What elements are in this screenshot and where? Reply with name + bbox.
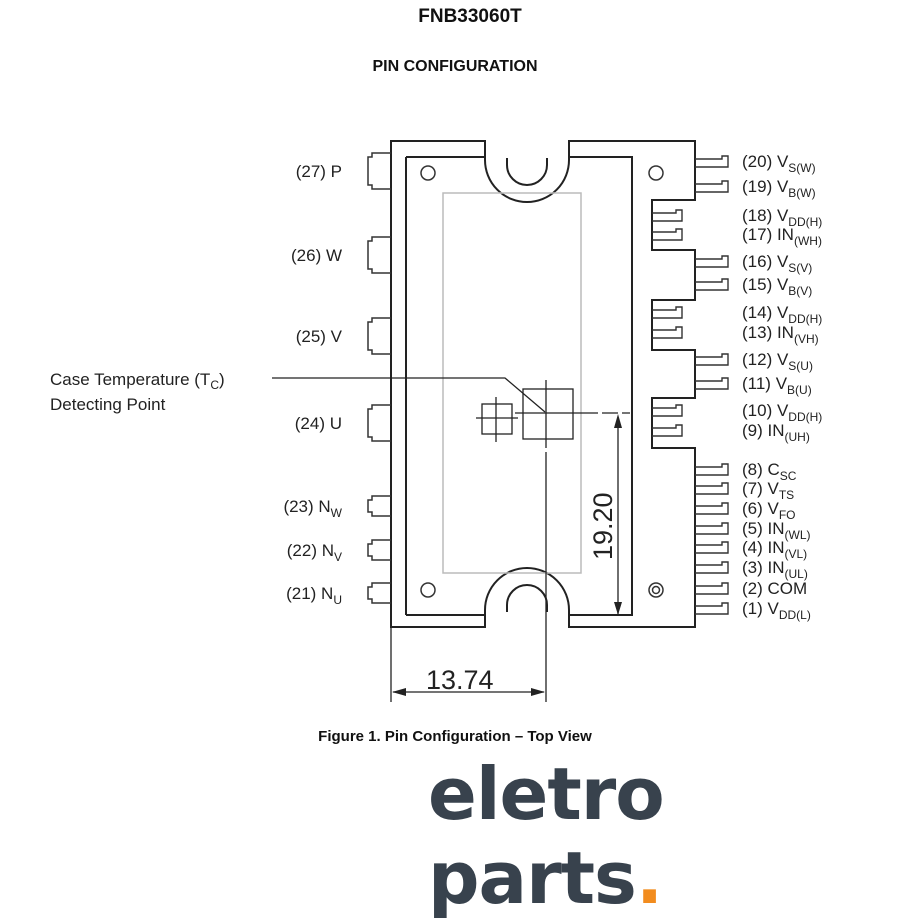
- part-number-title: FNB33060T: [418, 6, 522, 27]
- pin-label: (9) IN(UH): [742, 421, 810, 444]
- pin-label: (17) IN(WH): [742, 225, 822, 248]
- leader-line: [272, 377, 546, 413]
- pin-2: (2) COM: [695, 579, 807, 598]
- pin-label: (20) VS(W): [742, 152, 816, 175]
- package-inner-frame: [406, 156, 633, 616]
- mounting-hole: [420, 582, 436, 598]
- pin-14: (14) VDD(H): [652, 303, 822, 326]
- pin-label: (15) VB(V): [742, 275, 812, 298]
- pin-11: (11) VB(U): [695, 374, 812, 397]
- pin-label: (18) VDD(H): [742, 206, 822, 229]
- pin-label: (16) VS(V): [742, 252, 812, 275]
- pin-27: (27) P: [296, 152, 391, 190]
- detecting-point-marker: [272, 377, 630, 702]
- mounting-hole: [648, 582, 664, 598]
- dimension-vertical: 19.20: [588, 492, 618, 560]
- pin-8: (8) CSC: [695, 460, 797, 483]
- figure-caption: Figure 1. Pin Configuration – Top View: [318, 728, 592, 745]
- pin-26: (26) W: [291, 236, 391, 274]
- pin-24: (24) U: [295, 404, 391, 442]
- pin-label: (25) V: [296, 327, 343, 346]
- pin-5: (5) IN(WL): [695, 519, 811, 542]
- pin-label: (13) IN(VH): [742, 323, 819, 346]
- pin-7: (7) VTS: [695, 479, 794, 502]
- pin-label: (8) CSC: [742, 460, 797, 483]
- pin-label: (1) VDD(L): [742, 599, 811, 622]
- pin-label: (11) VB(U): [742, 374, 812, 397]
- pin-label: (10) VDD(H): [742, 401, 822, 424]
- pin-23: (23) NW: [283, 495, 391, 520]
- package-outline: [390, 140, 696, 628]
- pin-9: (9) IN(UH): [652, 421, 810, 444]
- pin-25: (25) V: [296, 317, 391, 355]
- pin-label: (4) IN(VL): [742, 538, 807, 561]
- mounting-hole: [420, 165, 436, 181]
- case-temperature-label: Case Temperature (TC): [50, 370, 225, 392]
- pin-label: (22) NV: [287, 541, 342, 564]
- pin-label: (14) VDD(H): [742, 303, 822, 326]
- eletro-parts-logo: eletro parts.: [428, 752, 665, 920]
- pin-3: (3) IN(UL): [695, 558, 808, 581]
- pin-label: (26) W: [291, 246, 342, 265]
- pin-label: (7) VTS: [742, 479, 794, 502]
- pin-12: (12) VS(U): [695, 350, 813, 373]
- pin-label: (23) NW: [283, 497, 342, 520]
- mounting-hole: [648, 165, 664, 181]
- pin-label: (27) P: [296, 162, 342, 181]
- pin-configuration-diagram: 19.20 13.74 Case Temperature (TC) Detect…: [50, 140, 822, 702]
- pin-label: (5) IN(WL): [742, 519, 811, 542]
- pin-label: (3) IN(UL): [742, 558, 808, 581]
- pin-label: (12) VS(U): [742, 350, 813, 373]
- pin-15: (15) VB(V): [695, 275, 812, 298]
- die-area: [442, 192, 582, 574]
- pin-10: (10) VDD(H): [652, 401, 822, 424]
- pin-16: (16) VS(V): [695, 252, 812, 275]
- pin-label: (6) VFO: [742, 499, 796, 522]
- pin-19: (19) VB(W): [695, 177, 816, 200]
- pin-6: (6) VFO: [695, 499, 796, 522]
- detecting-point-label: Detecting Point: [50, 395, 166, 414]
- pin-label: (21) NU: [286, 584, 342, 607]
- section-title: PIN CONFIGURATION: [372, 58, 538, 75]
- pin-20: (20) VS(W): [695, 152, 816, 175]
- pin-22: (22) NV: [287, 539, 391, 564]
- pin-label: (2) COM: [742, 579, 807, 598]
- pin-13: (13) IN(VH): [652, 323, 819, 346]
- pin-1: (1) VDD(L): [695, 599, 811, 622]
- dimension-horizontal: 13.74: [426, 665, 494, 695]
- pin-21: (21) NU: [286, 582, 391, 607]
- pin-18: (18) VDD(H): [652, 206, 822, 229]
- pin-label: (19) VB(W): [742, 177, 816, 200]
- pin-4: (4) IN(VL): [695, 538, 807, 561]
- pin-label: (24) U: [295, 414, 342, 433]
- pin-17: (17) IN(WH): [652, 225, 822, 248]
